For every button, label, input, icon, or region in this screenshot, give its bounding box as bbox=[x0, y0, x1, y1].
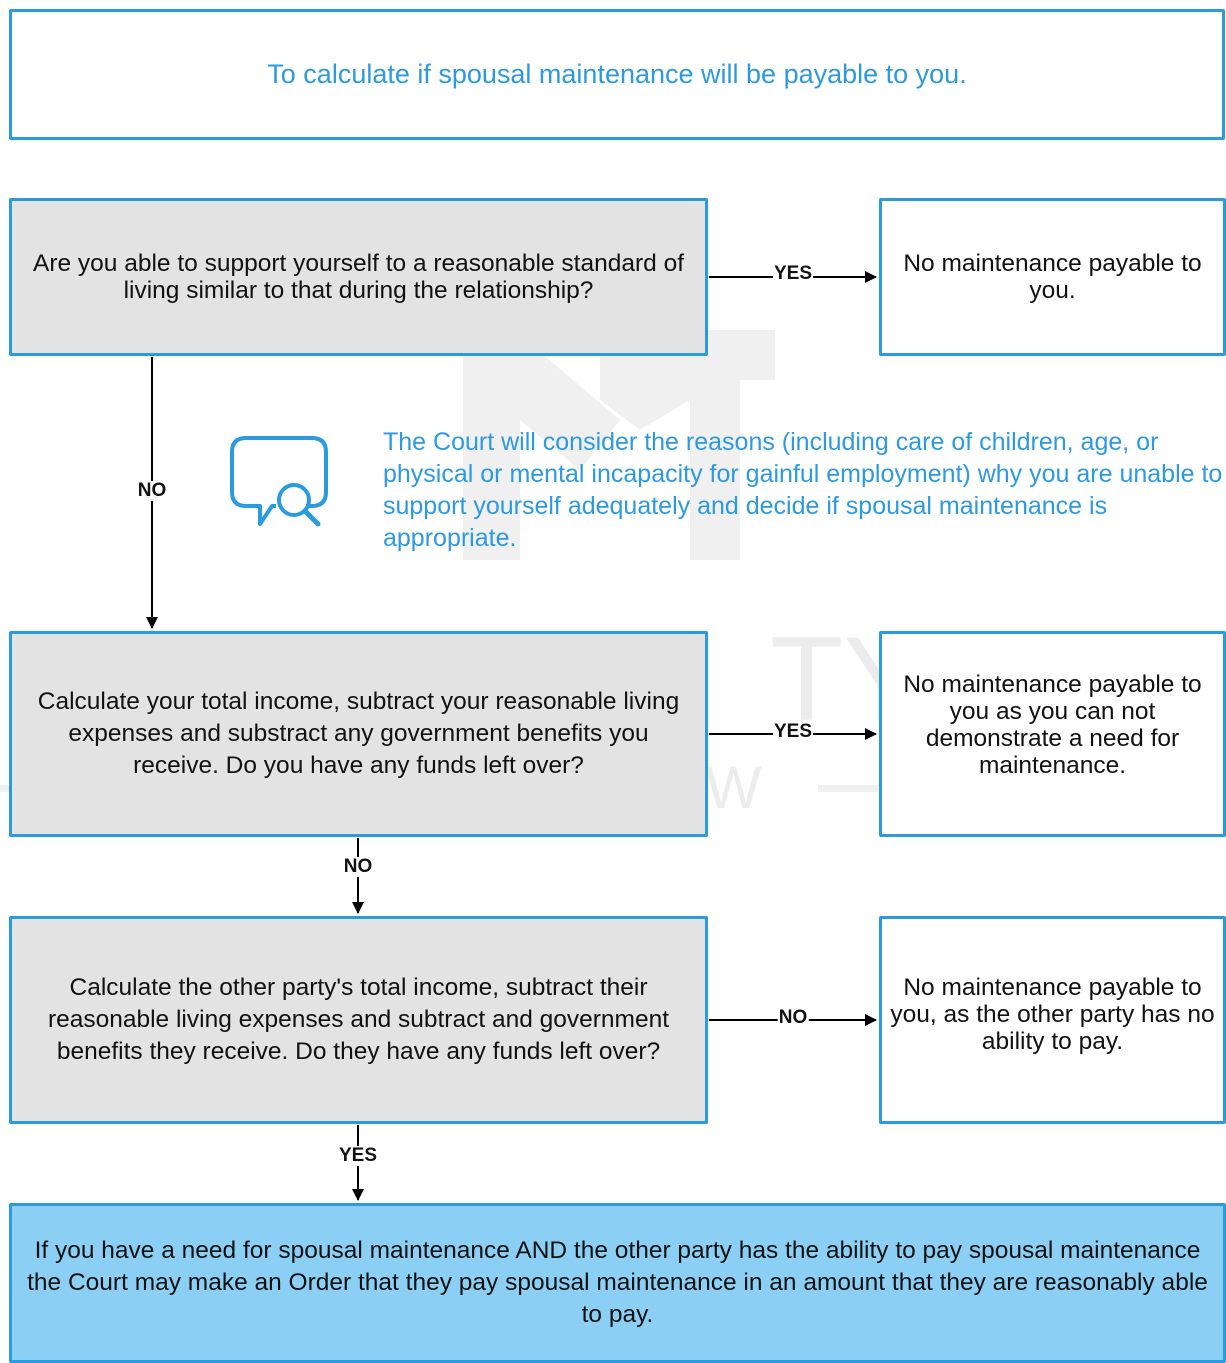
final-outcome-text: If you have a need for spousal maintenan… bbox=[27, 1237, 1208, 1328]
result-2-text: No maintenance payable to you as you can… bbox=[903, 671, 1202, 779]
question-2-text: Calculate your total income, subtract yo… bbox=[37, 688, 680, 779]
result-2-box: No maintenance payable to you as you can… bbox=[879, 631, 1226, 837]
edge-label-q2-yes: YES bbox=[772, 721, 814, 742]
edge-label-q2-no: NO bbox=[342, 856, 374, 877]
edge-label-q1-yes: YES bbox=[772, 263, 814, 284]
question-1-text: Are you able to support yourself to a re… bbox=[32, 250, 685, 304]
title-box: To calculate if spousal maintenance will… bbox=[9, 9, 1225, 140]
court-note: The Court will consider the reasons (inc… bbox=[383, 428, 1223, 552]
edge-label-q3-no: NO bbox=[777, 1007, 809, 1028]
question-3-box: Calculate the other party's total income… bbox=[9, 916, 708, 1124]
edge-label-q3-yes: YES bbox=[337, 1145, 379, 1166]
page-title: To calculate if spousal maintenance will… bbox=[267, 59, 967, 89]
result-3-text: No maintenance payable to you, as the ot… bbox=[890, 973, 1215, 1055]
question-2-box: Calculate your total income, subtract yo… bbox=[9, 631, 708, 837]
result-3-box: No maintenance payable to you, as the ot… bbox=[879, 916, 1226, 1124]
result-1-box: No maintenance payable to you. bbox=[879, 198, 1226, 356]
question-3-text: Calculate the other party's total income… bbox=[47, 974, 670, 1065]
final-outcome-box: If you have a need for spousal maintenan… bbox=[9, 1203, 1226, 1363]
result-1-text: No maintenance payable to you. bbox=[903, 250, 1202, 304]
chat-search-icon bbox=[230, 436, 328, 527]
edge-label-q1-no: NO bbox=[136, 480, 168, 501]
question-1-box: Are you able to support yourself to a re… bbox=[9, 198, 708, 356]
